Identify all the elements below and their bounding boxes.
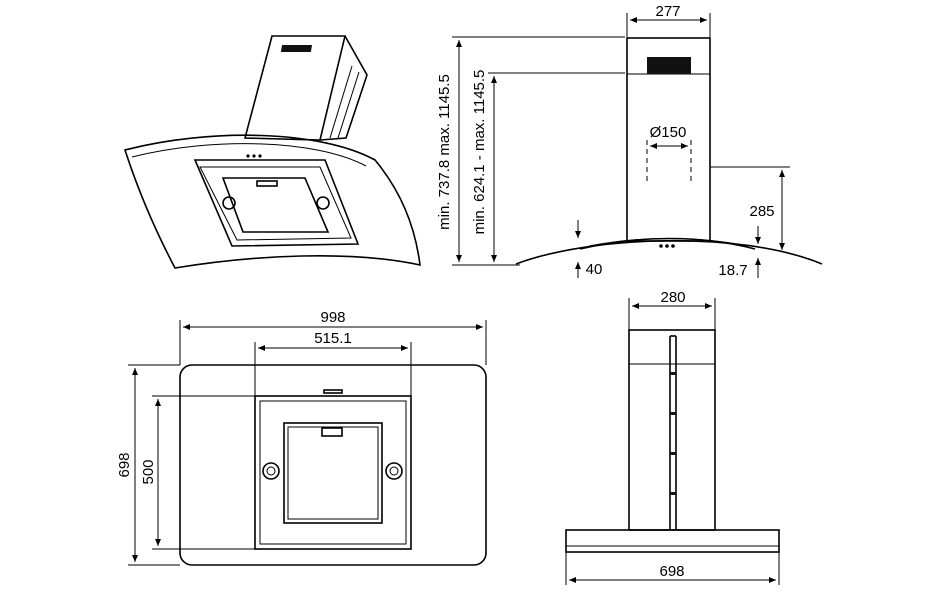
height-range-a-label: min. 737.8 max. 1145.5 [436,74,453,230]
canopy-height-label: 285 [749,203,774,220]
chimney-width-front-label: 277 [655,3,680,20]
overall-depth-label: 698 [116,452,133,477]
vent-grille-icon [647,57,691,74]
height-range-b-label: min. 624.1 - max. 1145.5 [471,70,488,235]
vent-grille-icon [280,45,313,52]
knob-icon [222,196,236,210]
front-elevation: Ø150 277 285 40 18.7 [515,3,823,279]
filter-width-label: 515.1 [314,330,352,347]
glass-thickness-label: 18.7 [718,262,747,279]
chimney-side [628,329,716,531]
filter-panel [254,395,412,550]
perspective-view [123,35,421,269]
canopy-outline [179,364,487,566]
duct-diameter-label: Ø150 [650,124,687,141]
base-depth-label: 698 [659,563,684,580]
plan-view: 998 515.1 698 500 [116,309,487,566]
canopy-base-side [565,529,780,553]
knob-icon [262,462,280,480]
knob-icon [316,196,330,210]
chimney-width-side-label: 280 [660,289,685,306]
glass-edge-label: 40 [586,261,603,278]
overall-width-label: 998 [320,309,345,326]
chimney-perspective [243,35,368,141]
knob-icon [385,462,403,480]
height-dimensions: min. 737.8 max. 1145.5 min. 624.1 - max.… [436,36,625,266]
canopy-perspective [123,134,421,269]
filter-depth-label: 500 [140,459,157,484]
side-elevation: 280 698 [565,289,780,585]
